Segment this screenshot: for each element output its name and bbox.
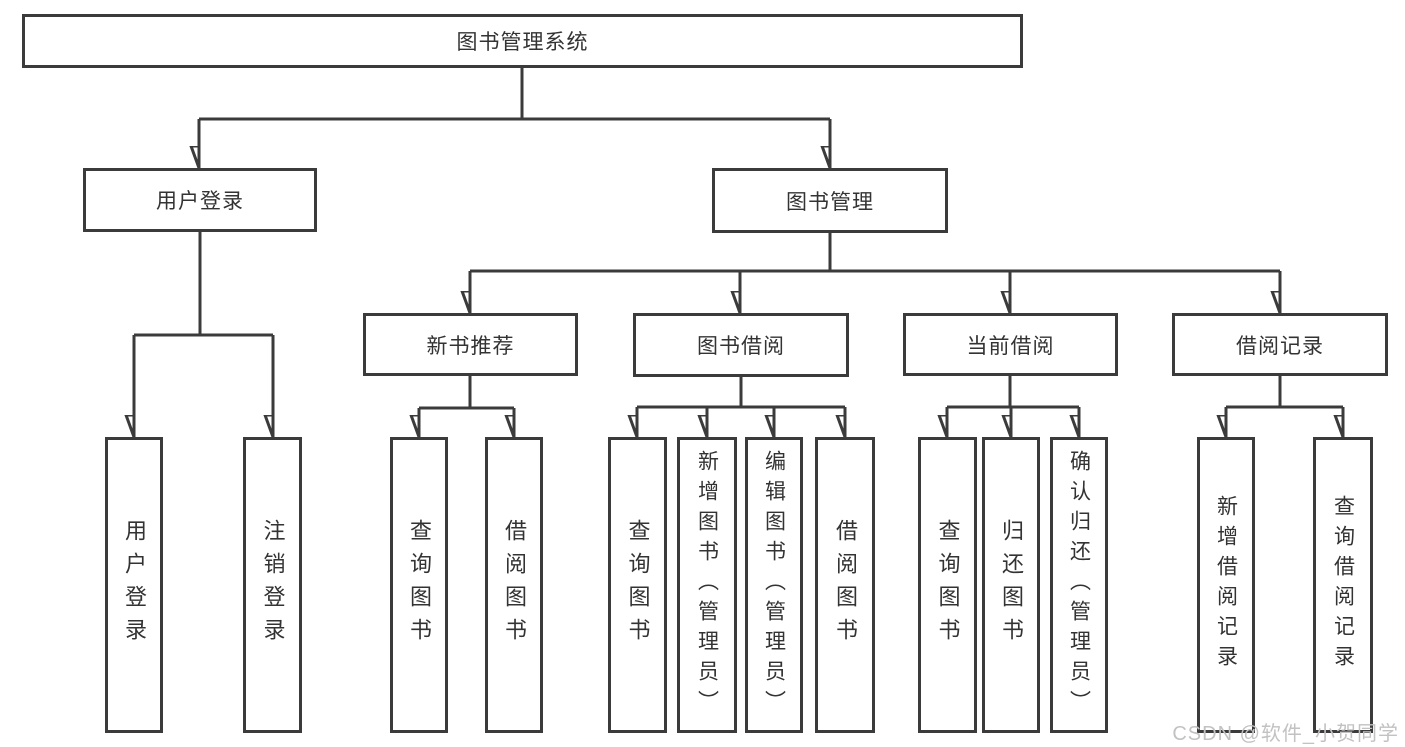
node-book-borrow: 图书借阅 xyxy=(633,313,849,377)
leaf-borrow-books: 借阅图书 xyxy=(815,437,875,733)
node-book-management: 图书管理 xyxy=(712,168,948,233)
csdn-watermark: CSDN @软件_小贺同学 xyxy=(1172,723,1399,745)
leaf-add-books-admin: 新增图书（管理员） xyxy=(677,437,737,733)
node-new-book-recommend: 新书推荐 xyxy=(363,313,578,376)
connector-new-book-children xyxy=(419,376,516,437)
connector-root-to-level2 xyxy=(199,68,832,168)
node-borrow-record: 借阅记录 xyxy=(1172,313,1388,376)
connector-book-borrow-children xyxy=(637,377,847,437)
leaf-edit-books-admin: 编辑图书（管理员） xyxy=(745,437,803,733)
connector-book-mgmt-children xyxy=(470,233,1282,313)
leaf-query-borrow-record: 查询借阅记录 xyxy=(1313,437,1373,733)
connector-user-login-children xyxy=(134,232,275,437)
node-user-login: 用户登录 xyxy=(83,168,317,232)
node-root-library-system: 图书管理系统 xyxy=(22,14,1023,68)
node-current-borrow: 当前借阅 xyxy=(903,313,1118,376)
leaf-query-books-current: 查询图书 xyxy=(918,437,977,733)
leaf-query-books-recommend: 查询图书 xyxy=(390,437,448,733)
leaf-return-books: 归还图书 xyxy=(982,437,1040,733)
leaf-add-borrow-record: 新增借阅记录 xyxy=(1197,437,1255,733)
leaf-query-books-borrow: 查询图书 xyxy=(608,437,667,733)
leaf-user-login: 用户登录 xyxy=(105,437,163,733)
connector-borrow-record-children xyxy=(1226,376,1345,437)
leaf-logout: 注销登录 xyxy=(243,437,302,733)
leaf-confirm-return-admin: 确认归还（管理员） xyxy=(1050,437,1108,733)
connector-current-borrow-children xyxy=(947,376,1081,437)
leaf-borrow-books-recommend: 借阅图书 xyxy=(485,437,543,733)
